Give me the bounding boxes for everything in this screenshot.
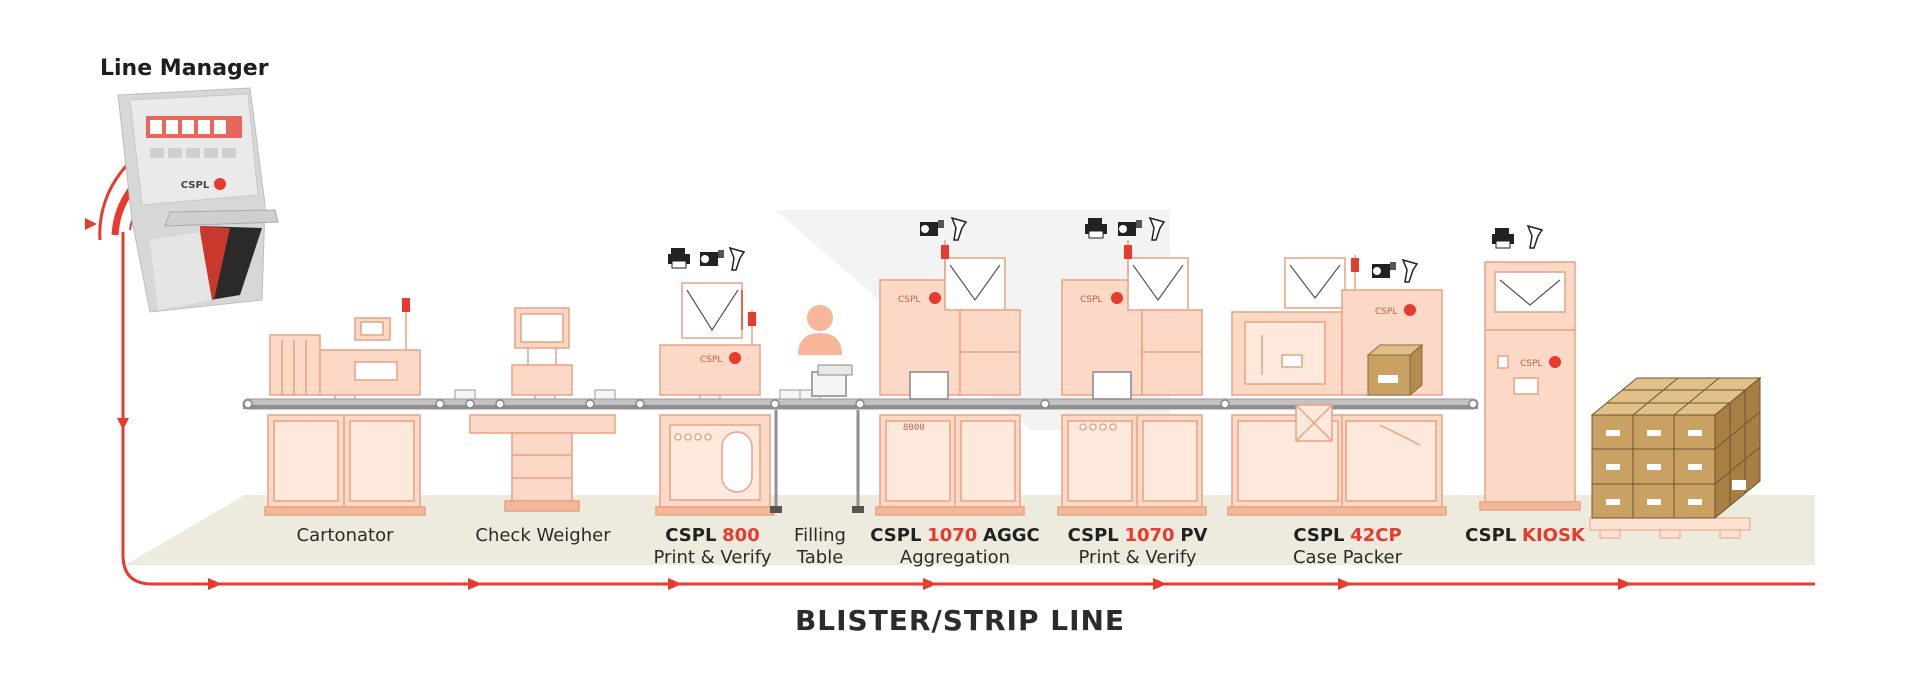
camera-icon bbox=[700, 250, 724, 266]
printer-icon bbox=[1085, 218, 1107, 239]
station-subtitle: Case Packer bbox=[1292, 547, 1402, 568]
product-box bbox=[909, 371, 949, 400]
station-label-filling-table: Filling Table bbox=[775, 525, 865, 569]
camera-icon bbox=[920, 220, 944, 236]
flow-arrows bbox=[208, 578, 1632, 590]
cartonator-machine bbox=[264, 298, 426, 516]
station-brand: CSPL bbox=[1465, 525, 1517, 546]
cspl-kiosk-machine: CSPL bbox=[1479, 261, 1581, 511]
station-label-check-weigher: Check Weigher bbox=[468, 525, 618, 547]
station-brand: CSPL bbox=[665, 525, 717, 546]
svg-text:CSPL: CSPL bbox=[700, 355, 722, 365]
station-label-cspl-800: CSPL 800 Print & Verify bbox=[640, 525, 785, 569]
svg-text:8000: 8000 bbox=[903, 423, 925, 433]
station-label-cspl-42cp: CSPL 42CP Case Packer bbox=[1275, 525, 1420, 569]
barcode-scanner-icon bbox=[728, 246, 746, 271]
station-label-cspl-kiosk: CSPL KIOSK bbox=[1450, 525, 1600, 547]
station-label-cspl-1070-pv: CSPL 1070 PV Print & Verify bbox=[1055, 525, 1220, 569]
product-box bbox=[1092, 371, 1132, 400]
station-name-line1: Filling bbox=[794, 525, 846, 546]
stacked-cases bbox=[1590, 376, 1762, 520]
printer-icon bbox=[1492, 228, 1514, 249]
station-brand: CSPL bbox=[1067, 525, 1119, 546]
station-label-cspl-1070-aggc: CSPL 1070 AGGC Aggregation bbox=[870, 525, 1040, 569]
svg-text:CSPL: CSPL bbox=[1375, 307, 1397, 317]
flow-line bbox=[85, 218, 1815, 590]
case-box bbox=[1366, 343, 1424, 397]
printer-icon bbox=[668, 248, 690, 269]
svg-text:CSPL: CSPL bbox=[181, 180, 210, 191]
cspl-1070-pv-machine: CSPL bbox=[1057, 240, 1207, 516]
svg-text:CSPL: CSPL bbox=[1520, 359, 1542, 369]
barcode-scanner-icon bbox=[1526, 224, 1544, 249]
station-suffix: PV bbox=[1180, 525, 1208, 546]
filling-table-machine bbox=[770, 364, 864, 513]
cspl-1070-aggc-machine: CSPL 8000 bbox=[875, 240, 1025, 516]
station-subtitle: Print & Verify bbox=[1078, 547, 1197, 568]
station-name: Check Weigher bbox=[475, 525, 611, 546]
svg-text:CSPL: CSPL bbox=[898, 295, 920, 305]
barcode-scanner-icon bbox=[1148, 216, 1166, 241]
station-suffix: AGGC bbox=[983, 525, 1040, 546]
station-model: KIOSK bbox=[1522, 525, 1585, 546]
station-subtitle: Aggregation bbox=[899, 547, 1011, 568]
cspl-800-machine: CSPL bbox=[655, 282, 775, 516]
station-name-line2: Table bbox=[796, 547, 844, 568]
camera-icon bbox=[1118, 220, 1142, 236]
station-brand: CSPL bbox=[1293, 525, 1345, 546]
station-model: 42CP bbox=[1350, 525, 1402, 546]
camera-icon bbox=[1372, 262, 1396, 278]
operator-icon bbox=[798, 305, 842, 355]
barcode-scanner-icon bbox=[1401, 258, 1419, 283]
svg-text:CSPL: CSPL bbox=[1080, 295, 1102, 305]
station-brand: CSPL bbox=[870, 525, 922, 546]
barcode-scanner-icon bbox=[950, 216, 968, 241]
pallet bbox=[1589, 517, 1751, 539]
station-name: Cartonator bbox=[296, 525, 394, 546]
check-weigher-machine bbox=[469, 307, 616, 512]
station-model: 800 bbox=[722, 525, 760, 546]
line-title: BLISTER/STRIP LINE bbox=[794, 604, 1126, 637]
line-manager-kiosk: CSPL bbox=[98, 87, 279, 313]
station-model: 1070 bbox=[1124, 525, 1175, 546]
station-model: 1070 bbox=[927, 525, 978, 546]
station-label-cartonator: Cartonator bbox=[285, 525, 405, 547]
cspl-42cp-machine: CSPL bbox=[1227, 255, 1447, 516]
station-subtitle: Print & Verify bbox=[653, 547, 772, 568]
line-manager-title: Line Manager bbox=[100, 56, 269, 81]
